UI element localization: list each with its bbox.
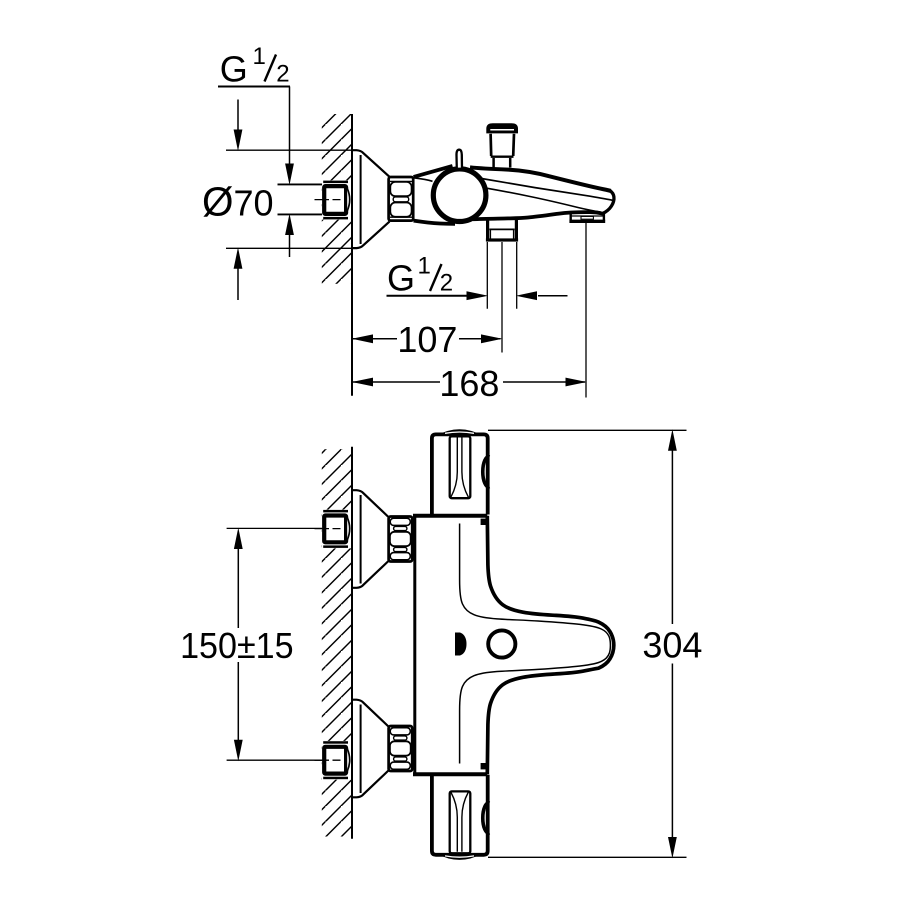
svg-text:1: 1 — [253, 43, 266, 70]
svg-text:168: 168 — [439, 363, 499, 404]
svg-text:150±15: 150±15 — [180, 625, 294, 666]
svg-text:304: 304 — [642, 625, 702, 666]
svg-text:G: G — [220, 48, 248, 89]
svg-text:107: 107 — [397, 319, 457, 360]
svg-text:Ø70: Ø70 — [202, 179, 274, 225]
svg-text:2: 2 — [276, 60, 289, 87]
svg-text:G: G — [387, 258, 415, 299]
svg-text:2: 2 — [440, 270, 453, 297]
svg-text:1: 1 — [418, 253, 431, 280]
